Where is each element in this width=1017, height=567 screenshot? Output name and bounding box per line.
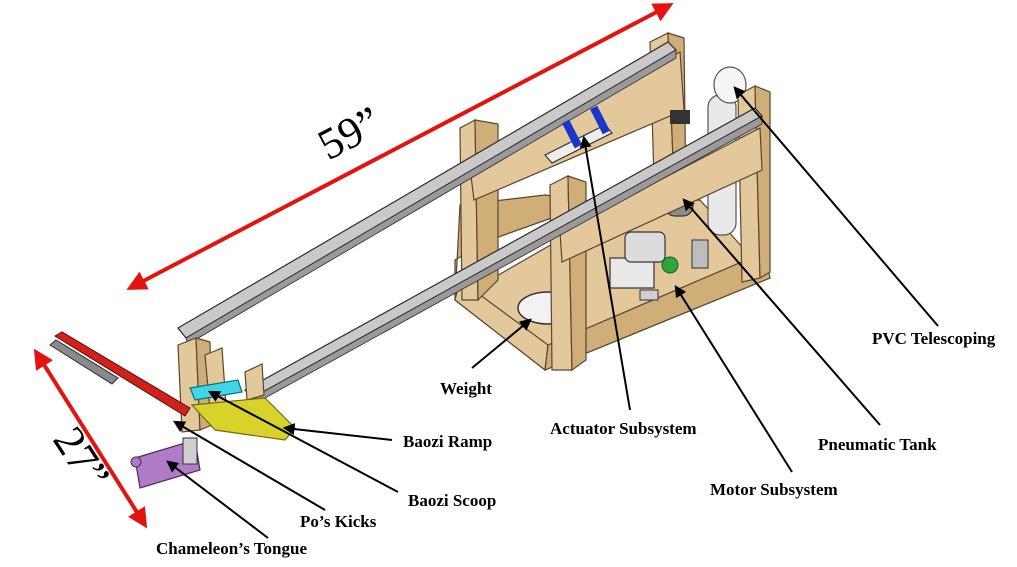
tongue-pivot — [130, 456, 142, 468]
leader-weight — [471, 318, 532, 369]
label-baozi-scoop: Baozi Scoop — [408, 491, 496, 510]
width-dimension-label: 27” — [44, 418, 120, 498]
leader-actuator — [579, 135, 631, 411]
label-baozi-ramp: Baozi Ramp — [403, 432, 492, 451]
label-weight: Weight — [440, 379, 492, 398]
label-pos-kicks: Po’s Kicks — [300, 512, 377, 531]
leader-lines — [166, 86, 939, 539]
leader-baozi-scoop — [207, 390, 399, 493]
length-dimension-arrow — [126, 3, 674, 290]
leader-motor — [674, 284, 793, 473]
tongue-bracket — [182, 437, 198, 465]
leader-pvc — [733, 86, 939, 327]
label-pvc-telescoping: PVC Telescoping — [872, 329, 996, 348]
red-arm — [54, 331, 191, 417]
width-dimension-arrow — [33, 348, 148, 529]
label-pneumatic-tank: Pneumatic Tank — [818, 435, 937, 454]
baozi-ramp-shape — [190, 397, 296, 441]
label-chameleons-tongue: Chameleon’s Tongue — [156, 539, 307, 558]
leader-chameleons-tongue — [166, 460, 269, 539]
baozi-scoop-shape — [189, 379, 243, 401]
label-motor-subsystem: Motor Subsystem — [710, 480, 838, 499]
rear-small-post — [244, 363, 265, 401]
label-actuator-subsystem: Actuator Subsystem — [550, 419, 697, 438]
leader-pos-kicks — [172, 420, 326, 511]
leader-baozi-ramp — [282, 423, 393, 441]
leader-pneumatic-tank — [682, 198, 881, 426]
